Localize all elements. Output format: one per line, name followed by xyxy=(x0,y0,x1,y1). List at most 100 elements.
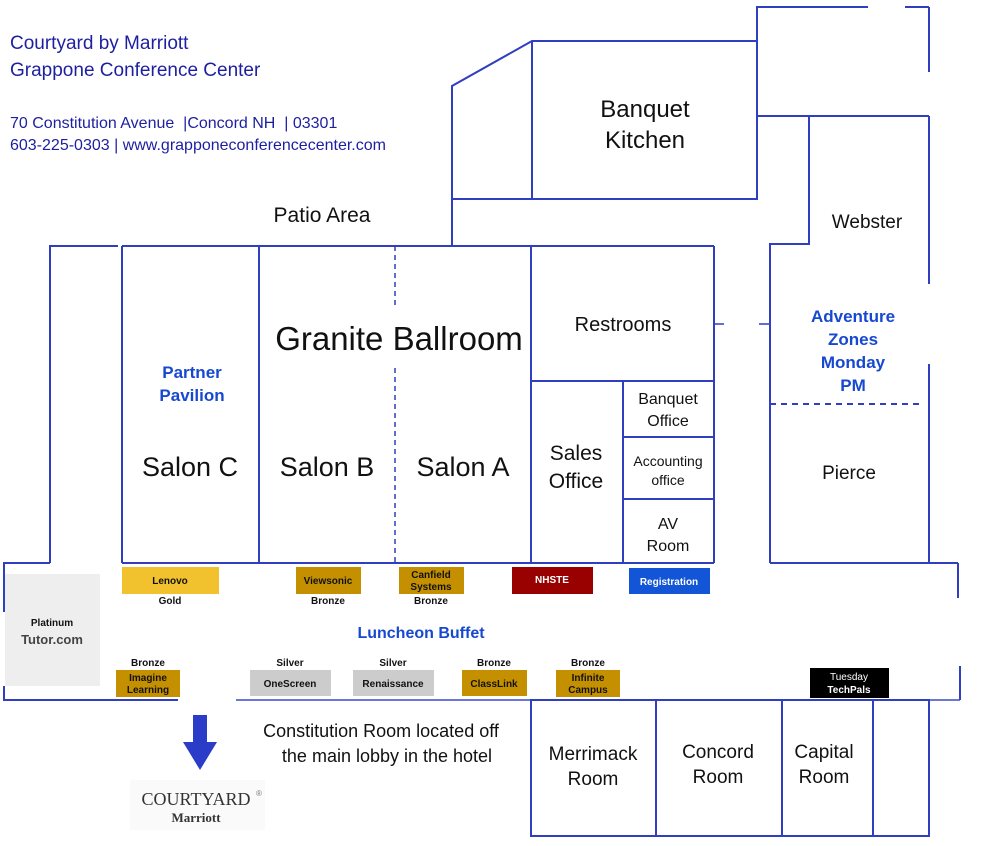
booth-viewsonic-box[interactable] xyxy=(296,567,361,594)
booth-techpals[interactable]: Tuesday TechPals xyxy=(810,668,889,698)
room-sales-office-line2: Office xyxy=(549,470,603,493)
booth-tutor-com[interactable]: Platinum Tutor.com xyxy=(5,574,100,686)
booth-classlink[interactable]: Bronze ClassLink xyxy=(462,658,527,696)
room-banquet-kitchen-line2: Kitchen xyxy=(605,127,685,154)
constitution-note-line2: the main lobby in the hotel xyxy=(282,746,492,766)
booth-classlink-box[interactable] xyxy=(462,670,527,696)
booth-classlink-tier: Bronze xyxy=(477,658,511,669)
courtyard-marriott-logo: COURTYARD ® Marriott xyxy=(130,780,265,830)
booth-imagine-tier: Bronze xyxy=(131,658,165,669)
booth-renaissance[interactable]: Silver Renaissance xyxy=(353,658,434,696)
booth-registration-box[interactable] xyxy=(629,568,710,594)
area-adventure-zones-line3: Monday xyxy=(821,353,886,372)
wall-webster-left xyxy=(769,116,810,563)
booth-techpals-day: Tuesday xyxy=(830,672,868,683)
booth-lenovo[interactable]: Lenovo Gold xyxy=(122,567,219,607)
booth-infinite-label-line1: Infinite xyxy=(572,673,605,684)
booth-nhste[interactable]: NHSTE xyxy=(512,567,593,594)
booth-tutor-label: Tutor.com xyxy=(21,632,83,647)
booth-tutor-tier: Platinum xyxy=(31,618,73,629)
booth-viewsonic-label: Viewsonic xyxy=(304,576,353,587)
booth-canfield-systems[interactable]: Canfield Systems Bronze xyxy=(399,567,464,607)
booth-onescreen-tier: Silver xyxy=(276,658,303,669)
room-banquet-office-line2: Office xyxy=(647,413,689,430)
room-banquet-office-line1: Banquet xyxy=(638,391,698,408)
logo-background xyxy=(130,780,265,830)
room-av-line1: AV xyxy=(658,516,678,533)
area-adventure-zones-line1: Adventure xyxy=(811,307,895,326)
room-concord-line1: Concord xyxy=(682,742,754,763)
booths: Lenovo Gold Viewsonic Bronze Canfield Sy… xyxy=(5,567,889,698)
wall-left-upper xyxy=(3,562,50,612)
area-luncheon-buffet: Luncheon Buffet xyxy=(357,625,485,642)
booth-lenovo-box[interactable] xyxy=(122,567,219,594)
area-partner-pavilion-line2: Pavilion xyxy=(159,386,224,405)
room-labels: Banquet Kitchen Patio Area Webster Grani… xyxy=(142,96,903,790)
booth-tutor-box[interactable] xyxy=(5,574,100,686)
header-title-line1: Courtyard by Marriott xyxy=(10,33,189,54)
constitution-note-line1: Constitution Room located off xyxy=(263,721,500,741)
area-patio: Patio Area xyxy=(274,204,371,227)
area-adventure-zones-line4: PM xyxy=(840,376,866,395)
header-address: 70 Constitution Avenue |Concord NH | 033… xyxy=(10,115,337,132)
booth-registration[interactable]: Registration xyxy=(629,568,710,594)
down-arrow-icon xyxy=(183,715,217,770)
booth-onescreen-label: OneScreen xyxy=(264,679,317,690)
booth-onescreen-box[interactable] xyxy=(250,670,331,696)
booth-renaissance-box[interactable] xyxy=(353,670,434,696)
room-salon-a: Salon A xyxy=(416,452,509,482)
wall-left-corridor xyxy=(49,245,118,563)
area-adventure-zones-line2: Zones xyxy=(828,330,878,349)
booth-viewsonic[interactable]: Viewsonic Bronze xyxy=(296,567,361,607)
booth-onescreen[interactable]: Silver OneScreen xyxy=(250,658,331,696)
header-title-line2: Grappone Conference Center xyxy=(10,60,261,81)
booth-infinite-label-line2: Campus xyxy=(568,685,608,696)
room-banquet-kitchen-line1: Banquet xyxy=(600,96,690,123)
booth-canfield-tier: Bronze xyxy=(414,596,448,607)
booth-registration-label: Registration xyxy=(640,577,698,588)
booth-classlink-label: ClassLink xyxy=(470,679,518,690)
header: Courtyard by Marriott Grappone Conferenc… xyxy=(10,33,386,154)
walls xyxy=(3,6,961,837)
room-salon-b: Salon B xyxy=(280,452,375,482)
wall-bottom-rooms xyxy=(530,699,930,837)
booth-canfield-label-line1: Canfield xyxy=(411,570,450,581)
booth-renaissance-tier: Silver xyxy=(379,658,406,669)
booth-techpals-label: TechPals xyxy=(827,685,871,696)
booth-infinite-box[interactable] xyxy=(556,670,620,697)
booth-imagine-box[interactable] xyxy=(116,670,180,697)
room-merrimack-line1: Merrimack xyxy=(549,744,638,765)
room-pierce: Pierce xyxy=(822,463,876,484)
wall-kitchen-outer xyxy=(451,6,868,246)
room-capital-line2: Room xyxy=(799,767,850,788)
booth-infinite-campus[interactable]: Bronze Infinite Campus xyxy=(556,658,620,697)
header-contact: 603-225-0303 | www.grapponeconferencecen… xyxy=(10,137,386,154)
booth-canfield-box[interactable] xyxy=(399,567,464,594)
room-accounting-office-line1: Accounting xyxy=(633,453,702,469)
area-partner-pavilion-line1: Partner xyxy=(162,363,222,382)
room-av-line2: Room xyxy=(647,538,690,555)
logo-sub: Marriott xyxy=(171,810,221,825)
room-restrooms: Restrooms xyxy=(575,314,672,336)
wall-left-lower xyxy=(3,686,178,701)
room-webster: Webster xyxy=(832,212,903,233)
room-concord-line2: Room xyxy=(693,767,744,788)
room-granite-ballroom: Granite Ballroom xyxy=(275,320,523,357)
room-salon-c: Salon C xyxy=(142,452,238,482)
booth-lenovo-label: Lenovo xyxy=(152,576,188,587)
booth-imagine-learning[interactable]: Bronze Imagine Learning xyxy=(116,658,180,697)
booth-viewsonic-tier: Bronze xyxy=(311,596,345,607)
wall-banquet-kitchen xyxy=(531,41,758,200)
booth-techpals-box[interactable] xyxy=(810,668,889,698)
booth-imagine-label-line1: Imagine xyxy=(129,673,167,684)
room-sales-office-line1: Sales xyxy=(550,442,603,465)
logo-registered: ® xyxy=(256,789,262,798)
room-accounting-office-line2: office xyxy=(651,472,684,488)
booth-nhste-box[interactable] xyxy=(512,567,593,594)
booth-imagine-label-line2: Learning xyxy=(127,685,169,696)
booth-nhste-label: NHSTE xyxy=(535,575,569,586)
room-merrimack-line2: Room xyxy=(568,769,619,790)
booth-renaissance-label: Renaissance xyxy=(362,679,424,690)
booth-infinite-tier: Bronze xyxy=(571,658,605,669)
